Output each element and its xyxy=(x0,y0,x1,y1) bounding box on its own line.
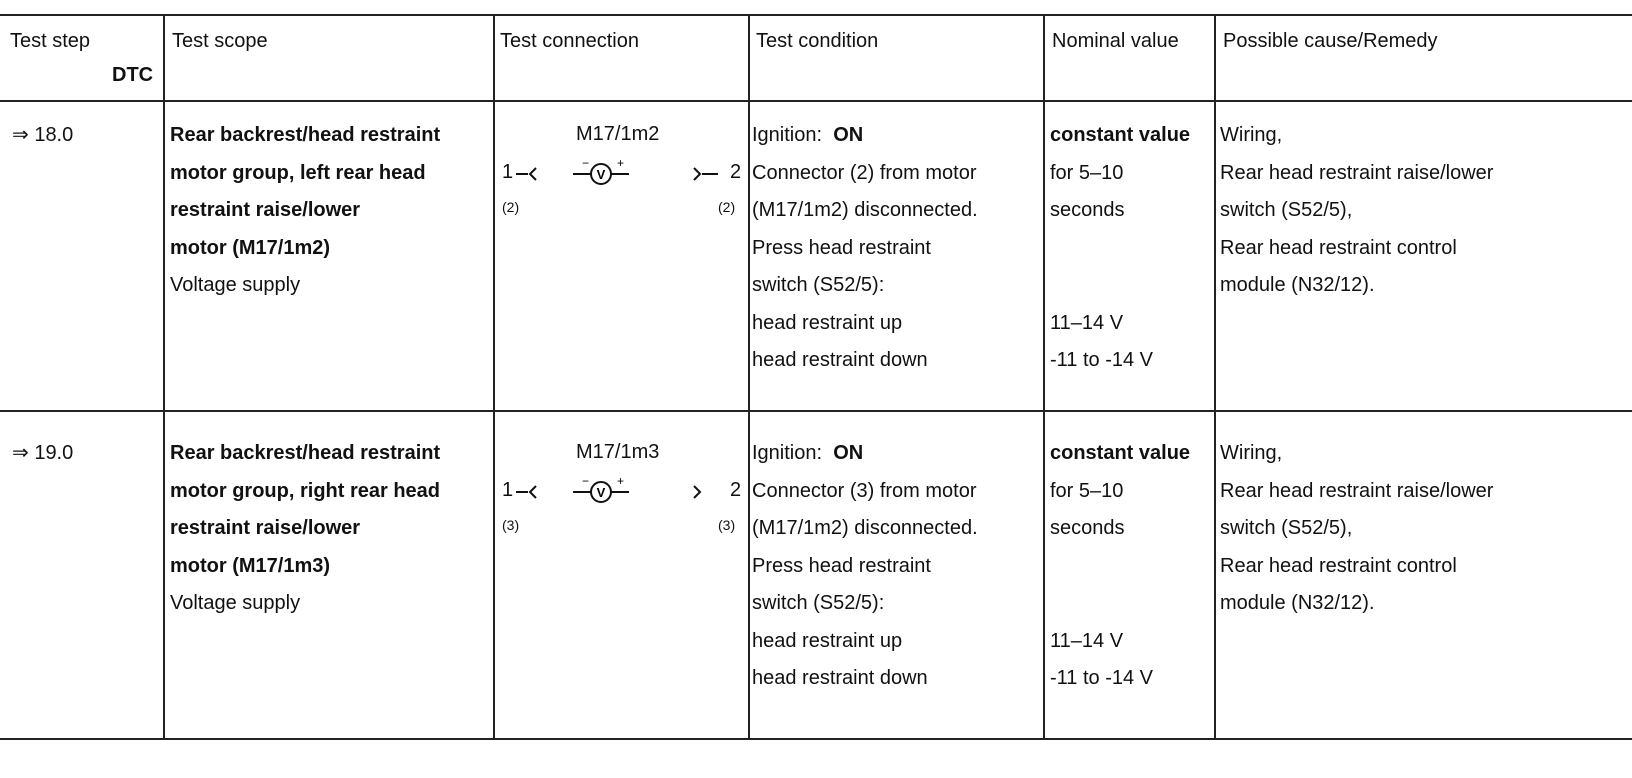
nominal-spacer xyxy=(1050,230,1190,268)
remedy-line: switch (S52/5), xyxy=(1220,517,1353,539)
pin-right: 2 xyxy=(730,479,742,501)
ignition-value: ON xyxy=(833,442,864,464)
ignition-line: Ignition: ON xyxy=(752,117,978,155)
nominal-up: 11–14 V xyxy=(1050,311,1124,334)
col-divider-1 xyxy=(163,14,165,740)
row-18-condition: Ignition: ON Connector (2) from motor (M… xyxy=(752,117,978,380)
rule-row-separator xyxy=(0,410,1632,412)
svg-text:−: − xyxy=(582,156,589,170)
nominal-line: seconds xyxy=(1050,517,1125,539)
ref-left: (2) xyxy=(502,199,520,215)
header-test-condition: Test condition xyxy=(756,30,879,52)
ignition-value: ON xyxy=(833,124,864,146)
row-19-remedy: Wiring, Rear head restraint raise/lower … xyxy=(1220,435,1493,623)
nominal-bold: constant value xyxy=(1050,442,1191,464)
col-divider-2 xyxy=(493,14,495,740)
row-19-scope: Rear backrest/head restraint motor group… xyxy=(170,435,440,623)
header-test-connection: Test connection xyxy=(500,30,639,52)
nominal-down: -11 to -14 V xyxy=(1050,667,1154,689)
ignition-label: Ignition: xyxy=(752,442,823,464)
scope-line: motor (M17/1m3) xyxy=(170,554,331,577)
ignition-line: Ignition: ON xyxy=(752,435,978,473)
condition-line: switch (S52/5): xyxy=(752,592,885,614)
remedy-line: Rear head restraint raise/lower xyxy=(1220,479,1494,502)
condition-line: Connector (3) from motor xyxy=(752,479,977,502)
col-divider-3 xyxy=(748,14,750,740)
row-19-connection-diagram: M17/1m3 1 2 (3) (3) V − + xyxy=(496,435,751,535)
header-test-scope: Test scope xyxy=(172,30,268,52)
row-19-nominal: constant value for 5–10 seconds 11–14 V … xyxy=(1050,435,1190,698)
remedy-line: Rear head restraint control xyxy=(1220,554,1457,577)
scope-line: motor (M17/1m2) xyxy=(170,236,331,259)
condition-line: Press head restraint xyxy=(752,554,931,577)
nominal-up: 11–14 V xyxy=(1050,629,1124,652)
remedy-line: Rear head restraint raise/lower xyxy=(1220,161,1494,184)
ref-left: (3) xyxy=(502,517,520,533)
nominal-line: seconds xyxy=(1050,199,1125,221)
remedy-line: module (N32/12). xyxy=(1220,274,1375,296)
condition-line: head restraint down xyxy=(752,349,928,371)
row-18-step: ⇒ 18.0 xyxy=(12,124,74,146)
condition-line: (M17/1m2) disconnected. xyxy=(752,199,978,221)
col-divider-5 xyxy=(1214,14,1216,740)
condition-line: switch (S52/5): xyxy=(752,274,885,296)
nominal-spacer xyxy=(1050,548,1190,586)
scope-line: motor group, right rear head xyxy=(170,479,441,502)
header-dtc: DTC xyxy=(112,64,154,86)
row-19-condition: Ignition: ON Connector (3) from motor (M… xyxy=(752,435,978,698)
ref-right: (2) xyxy=(718,199,736,215)
remedy-line: Rear head restraint control xyxy=(1220,236,1457,259)
svg-text:−: − xyxy=(582,474,589,488)
component-label: M17/1m3 xyxy=(576,441,660,463)
component-label: M17/1m2 xyxy=(576,123,660,145)
row-18-remedy: Wiring, Rear head restraint raise/lower … xyxy=(1220,117,1493,305)
row-18-scope: Rear backrest/head restraint motor group… xyxy=(170,117,440,305)
scope-line: Rear backrest/head restraint xyxy=(170,124,441,146)
header-possible-cause: Possible cause/Remedy xyxy=(1223,30,1438,52)
scope-line: restraint raise/lower xyxy=(170,199,361,221)
condition-line: Connector (2) from motor xyxy=(752,161,977,184)
rule-header-bottom xyxy=(0,100,1632,102)
svg-text:V: V xyxy=(597,167,606,182)
row-18-connection-diagram: M17/1m2 1 2 (2) (2) V − + xyxy=(496,117,751,217)
rule-top xyxy=(0,14,1632,16)
scope-voltage-supply: Voltage supply xyxy=(170,274,301,296)
col-divider-4 xyxy=(1043,14,1045,740)
ignition-label: Ignition: xyxy=(752,124,823,146)
svg-text:+: + xyxy=(617,474,624,488)
svg-text:+: + xyxy=(617,156,624,170)
scope-line: restraint raise/lower xyxy=(170,517,361,539)
nominal-down: -11 to -14 V xyxy=(1050,349,1154,371)
ref-right: (3) xyxy=(718,517,736,533)
header-nominal-value: Nominal value xyxy=(1052,30,1179,52)
nominal-bold: constant value xyxy=(1050,124,1191,146)
remedy-line: switch (S52/5), xyxy=(1220,199,1353,221)
voltmeter-icon: V − + xyxy=(516,474,702,503)
svg-text:V: V xyxy=(597,485,606,500)
scope-voltage-supply: Voltage supply xyxy=(170,592,301,614)
nominal-line: for 5–10 xyxy=(1050,161,1124,184)
nominal-line: for 5–10 xyxy=(1050,479,1124,502)
row-19-step: ⇒ 19.0 xyxy=(12,442,74,464)
voltmeter-icon: V − + xyxy=(516,156,718,185)
condition-line: head restraint up xyxy=(752,311,903,334)
remedy-line: Wiring, xyxy=(1220,442,1283,464)
pin-left: 1 xyxy=(502,161,514,183)
nominal-spacer xyxy=(1050,267,1190,305)
pin-left: 1 xyxy=(502,479,514,501)
condition-line: head restraint down xyxy=(752,667,928,689)
nominal-spacer xyxy=(1050,585,1190,623)
remedy-line: Wiring, xyxy=(1220,124,1283,146)
rule-bottom xyxy=(0,738,1632,740)
scope-line: motor group, left rear head xyxy=(170,161,426,184)
scope-line: Rear backrest/head restraint xyxy=(170,442,441,464)
header-test-step: Test step xyxy=(10,30,91,52)
condition-line: head restraint up xyxy=(752,629,903,652)
pin-right: 2 xyxy=(730,161,742,183)
condition-line: Press head restraint xyxy=(752,236,931,259)
remedy-line: module (N32/12). xyxy=(1220,592,1375,614)
condition-line: (M17/1m2) disconnected. xyxy=(752,517,978,539)
row-18-nominal: constant value for 5–10 seconds 11–14 V … xyxy=(1050,117,1190,380)
